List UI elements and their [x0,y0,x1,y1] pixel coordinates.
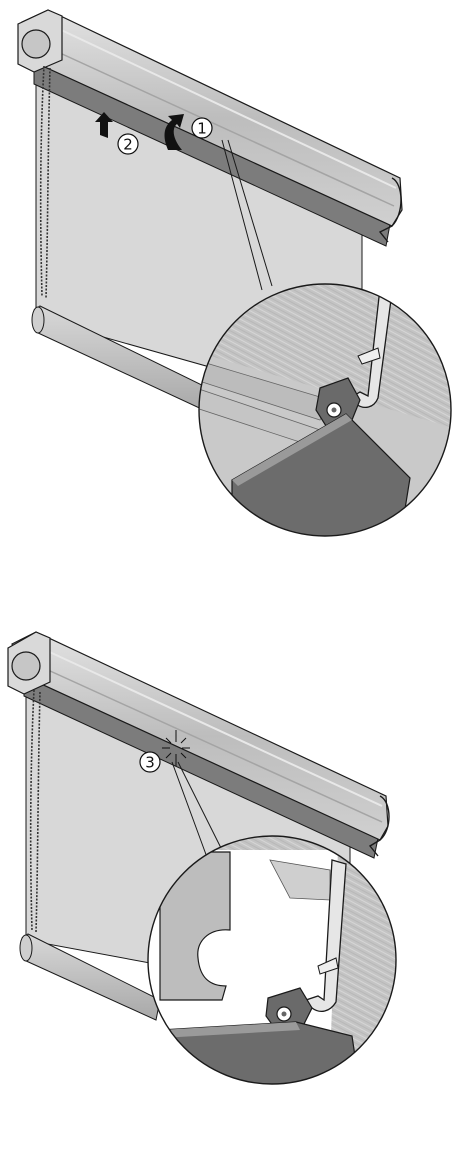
end-cap-hole [11,651,41,681]
step-3-badge: 3 [139,751,161,773]
figure-2-click-in: 3 [7,631,397,1085]
figure-1-remove-cover: 2 1 [17,9,452,537]
curved-arrow-icon [164,114,184,150]
end-cap-hole [21,29,51,59]
detail-view-1 [198,283,452,537]
bead-chain [39,65,51,299]
step-2-badge: 2 [117,133,139,155]
leader-line [221,139,273,291]
svg-text:2: 2 [123,136,133,154]
arrow-up-icon [95,112,113,138]
svg-text:3: 3 [145,754,155,772]
leader-line [171,761,227,861]
click-burst-icon [162,730,190,766]
detail-view-2 [147,835,397,1085]
svg-text:1: 1 [197,120,207,138]
bead-chain [29,689,41,933]
step-1-badge: 1 [191,117,213,139]
